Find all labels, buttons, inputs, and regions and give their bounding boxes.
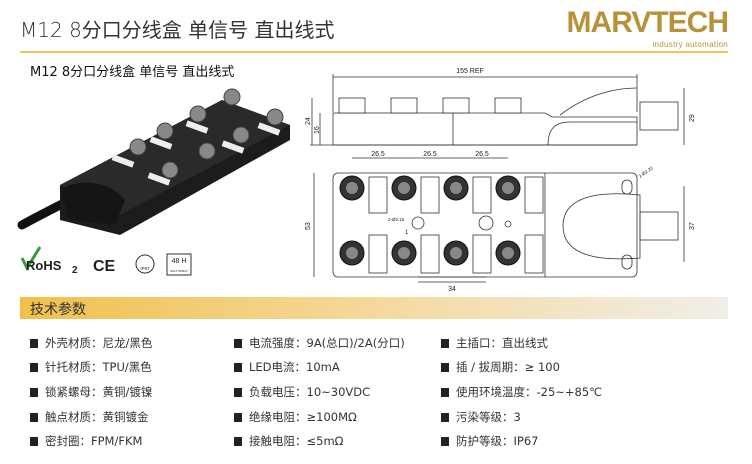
certification-badges: RoHS 2 CE IP67 48 H SALT SPRAY <box>20 246 192 276</box>
spec-text: 主插口：直出线式 <box>456 336 548 350</box>
bullet-icon <box>234 437 242 446</box>
spec-text: 外壳材质：尼龙/黑色 <box>45 336 153 350</box>
hole-label-b: 2-Ø2.25 <box>638 165 655 179</box>
product-photo <box>17 88 290 235</box>
spec-text: 锁紧螺母：黄铜/镀镍 <box>45 385 153 399</box>
spec-item: 负载电压：10~30VDC <box>234 384 370 400</box>
top-view-drawing <box>313 157 685 283</box>
dim-width-53: 53 <box>305 222 312 230</box>
bullet-icon <box>30 363 38 372</box>
bullet-icon <box>441 388 449 397</box>
spec-item: 主插口：直出线式 <box>441 335 548 351</box>
ip67-badge: IP67 <box>140 266 150 271</box>
dim-pitch-3: 26.5 <box>475 151 489 158</box>
spec-item: 锁紧螺母：黄铜/镀镍 <box>30 384 152 400</box>
side-view-drawing <box>310 74 685 146</box>
bullet-icon <box>441 363 449 372</box>
spec-item: 外壳材质：尼龙/黑色 <box>30 335 152 351</box>
bullet-icon <box>234 339 242 348</box>
bullet-icon <box>30 413 38 422</box>
dim-length-ref: 155 REF <box>456 68 484 75</box>
bullet-icon <box>234 413 242 422</box>
spec-item: 插 / 拔周期：≥ 100 <box>441 359 560 375</box>
dim-1: 1 <box>405 230 409 236</box>
spec-item: 针托材质：TPU/黑色 <box>30 359 152 375</box>
spec-item: 触点材质：黄铜镀金 <box>30 409 149 425</box>
salt-spray-label: SALT SPRAY <box>170 269 188 273</box>
bullet-icon <box>234 388 242 397</box>
bullet-icon <box>234 363 242 372</box>
dim-height-24: 24 <box>305 117 312 125</box>
rohs-version: 2 <box>72 265 78 276</box>
spec-item: LED电流：10mA <box>234 359 340 375</box>
spec-text: 负载电压：10~30VDC <box>249 385 371 399</box>
logo-text: MARVTECH <box>566 6 729 39</box>
spec-item: 电流强度：9A(总口)/2A(分口) <box>234 335 405 351</box>
bullet-icon <box>441 413 449 422</box>
spec-text: 插 / 拔周期：≥ 100 <box>456 360 560 374</box>
dim-pitch-1: 26.5 <box>371 151 385 158</box>
dim-height-29: 29 <box>689 114 696 122</box>
marvtech-logo: MARVTECH industry automation <box>540 8 730 50</box>
page-title: M12 8分口分线盒 单信号 直出线式 <box>20 18 335 42</box>
spec-item: 污染等级：3 <box>441 409 521 425</box>
product-subtitle: M12 8分口分线盒 单信号 直出线式 <box>30 65 235 80</box>
spec-text: 针托材质：TPU/黑色 <box>45 360 152 374</box>
bullet-icon <box>30 437 38 446</box>
product-figures: 155 REF 24 16 29 26.5 26.5 26.5 53 34 37… <box>17 68 696 293</box>
section-header-tech-params: 技术参数 <box>20 297 728 319</box>
spec-text: 密封圈：FPM/FKM <box>45 434 143 448</box>
bullet-icon <box>30 339 38 348</box>
section-title: 技术参数 <box>30 302 86 318</box>
spec-item: 防护等级：IP67 <box>441 433 538 449</box>
spec-text: 接触电阻：≤5mΩ <box>249 434 344 448</box>
bullet-icon <box>441 437 449 446</box>
spec-text: 使用环境温度：-25~+85℃ <box>456 385 603 399</box>
dim-mount-37: 37 <box>689 222 696 230</box>
spec-item: 使用环境温度：-25~+85℃ <box>441 384 602 400</box>
spec-item: 接触电阻：≤5mΩ <box>234 433 343 449</box>
bullet-icon <box>30 388 38 397</box>
spec-text: LED电流：10mA <box>249 360 340 374</box>
bullet-icon <box>441 339 449 348</box>
header-divider <box>20 51 728 53</box>
dim-pitch-2: 26.5 <box>423 151 437 158</box>
spec-text: 防护等级：IP67 <box>456 434 539 448</box>
rohs-check-icon <box>20 246 42 272</box>
ip67-badge-icon <box>135 254 155 274</box>
spec-text: 触点材质：黄铜镀金 <box>45 410 149 424</box>
spec-text: 绝缘电阻：≥100MΩ <box>249 410 357 424</box>
hole-label-a: 2-Ø2.15 <box>388 217 405 222</box>
dim-hole-spacing: 34 <box>448 286 456 293</box>
ce-badge: CE <box>93 258 116 275</box>
spec-item: 密封圈：FPM/FKM <box>30 433 142 449</box>
logo-tagline: industry automation <box>652 40 728 49</box>
salt-spray-hours: 48 H <box>172 258 187 265</box>
spec-item: 绝缘电阻：≥100MΩ <box>234 409 357 425</box>
spec-text: 污染等级：3 <box>456 410 521 424</box>
dim-height-16: 16 <box>314 126 321 134</box>
spec-text: 电流强度：9A(总口)/2A(分口) <box>249 336 405 350</box>
rohs-badge: RoHS <box>26 258 62 273</box>
